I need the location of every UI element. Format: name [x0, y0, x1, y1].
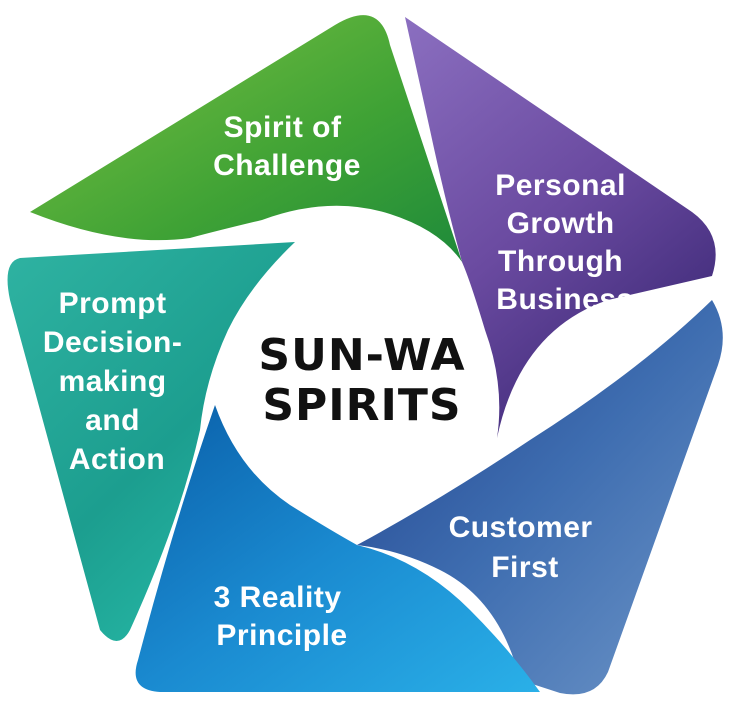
petal-personal-growth: Personal Growth Through Business	[405, 17, 716, 438]
petal-prompt-decision: Prompt Decision- making and Action	[7, 242, 296, 641]
petal-three-reality: 3 Reality Principle	[135, 405, 540, 692]
petal-label-customer-first: Customer First	[449, 511, 602, 584]
petal-label-spirit-of-challenge: Spirit of Challenge	[213, 111, 361, 182]
center-title-line2: SPIRITS	[262, 380, 461, 431]
petal-label-three-reality: 3 Reality Principle	[214, 581, 351, 652]
center-title-line1: SUN-WA	[258, 330, 465, 381]
petal-shape-green	[30, 15, 462, 262]
petal-shape-blue	[357, 300, 723, 695]
petal-shape-sky	[135, 405, 540, 692]
petal-shape-teal	[7, 242, 296, 641]
petal-label-personal-growth: Personal Growth Through Business	[495, 169, 635, 316]
petal-label-prompt-decision: Prompt Decision- making and Action	[43, 287, 191, 476]
petal-customer-first: Customer First	[357, 300, 723, 695]
petal-shape-purple	[405, 17, 716, 438]
petal-spirit-of-challenge: Spirit of Challenge	[30, 15, 462, 262]
center-title: SUN-WA SPIRITS	[258, 330, 465, 431]
